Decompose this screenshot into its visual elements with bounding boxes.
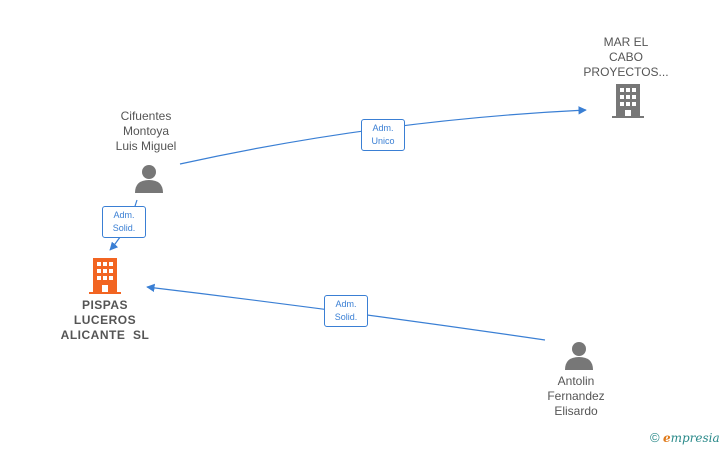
empresia-logo[interactable]: © empresia	[650, 430, 720, 445]
person-icon[interactable]	[134, 163, 164, 193]
node-label-antolin[interactable]: Antolin Fernandez Elisardo	[547, 374, 605, 418]
edge-label-adm-solid-cifuentes: Adm. Solid.	[102, 206, 146, 238]
node-label-pispas-luceros[interactable]: PISPAS LUCEROS ALICANTE SL	[60, 298, 150, 342]
person-icon[interactable]	[564, 340, 594, 370]
edge-label-adm-solid-antolin: Adm. Solid.	[324, 295, 368, 327]
building-icon[interactable]	[612, 84, 644, 118]
building-icon[interactable]	[89, 258, 121, 294]
edge-label-adm-unico: Adm. Unico	[361, 119, 405, 151]
node-label-mar-el-cabo[interactable]: MAR EL CABO PROYECTOS...	[583, 35, 669, 79]
node-label-cifuentes[interactable]: Cifuentes Montoya Luis Miguel	[115, 109, 177, 153]
copyright-icon: ©	[650, 430, 660, 445]
